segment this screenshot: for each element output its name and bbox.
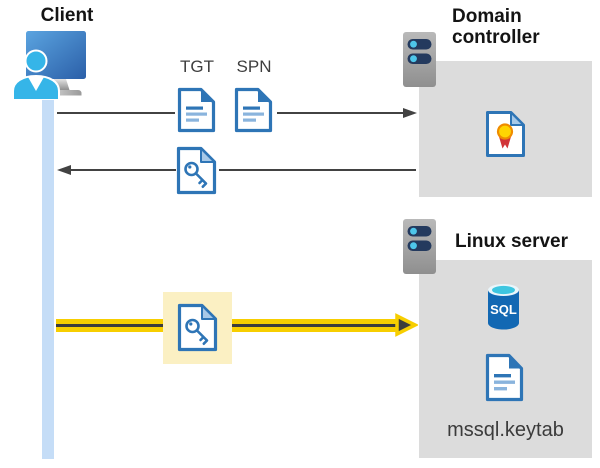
certificate-file-icon (486, 111, 525, 157)
arrow-line-segment (57, 112, 175, 114)
arrow-head-right-icon (403, 108, 417, 118)
domain-controller-server-icon (403, 32, 436, 87)
client-lifeline (42, 92, 54, 459)
sql-badge-text: SQL (490, 302, 517, 317)
arrow-head-left-icon (57, 165, 71, 175)
client-computer-icon (12, 31, 86, 100)
service-ticket-key-file-icon (177, 303, 218, 352)
arrow-line-segment (70, 169, 176, 171)
tgt-label: TGT (180, 57, 214, 76)
domain-controller-label: Domain controller (452, 6, 540, 48)
ticket-key-file-icon (176, 146, 217, 195)
arrow-line-segment (277, 112, 404, 114)
linux-server-label: Linux server (455, 231, 568, 252)
keytab-filename-label: mssql.keytab (447, 419, 564, 441)
arrow-client-to-dc (0, 108, 600, 118)
linux-server-icon (403, 219, 436, 274)
arrow-line-segment (219, 169, 416, 171)
spn-label: SPN (236, 57, 272, 76)
gold-arrow-head-icon (395, 313, 418, 337)
person-icon (12, 49, 60, 100)
arrow-dc-to-client (0, 165, 600, 175)
client-label: Client (40, 5, 94, 26)
sql-database-icon: SQL (488, 284, 519, 330)
spn-document-icon (234, 87, 273, 133)
tgt-document-icon (177, 87, 216, 133)
keytab-file-icon (485, 353, 524, 402)
